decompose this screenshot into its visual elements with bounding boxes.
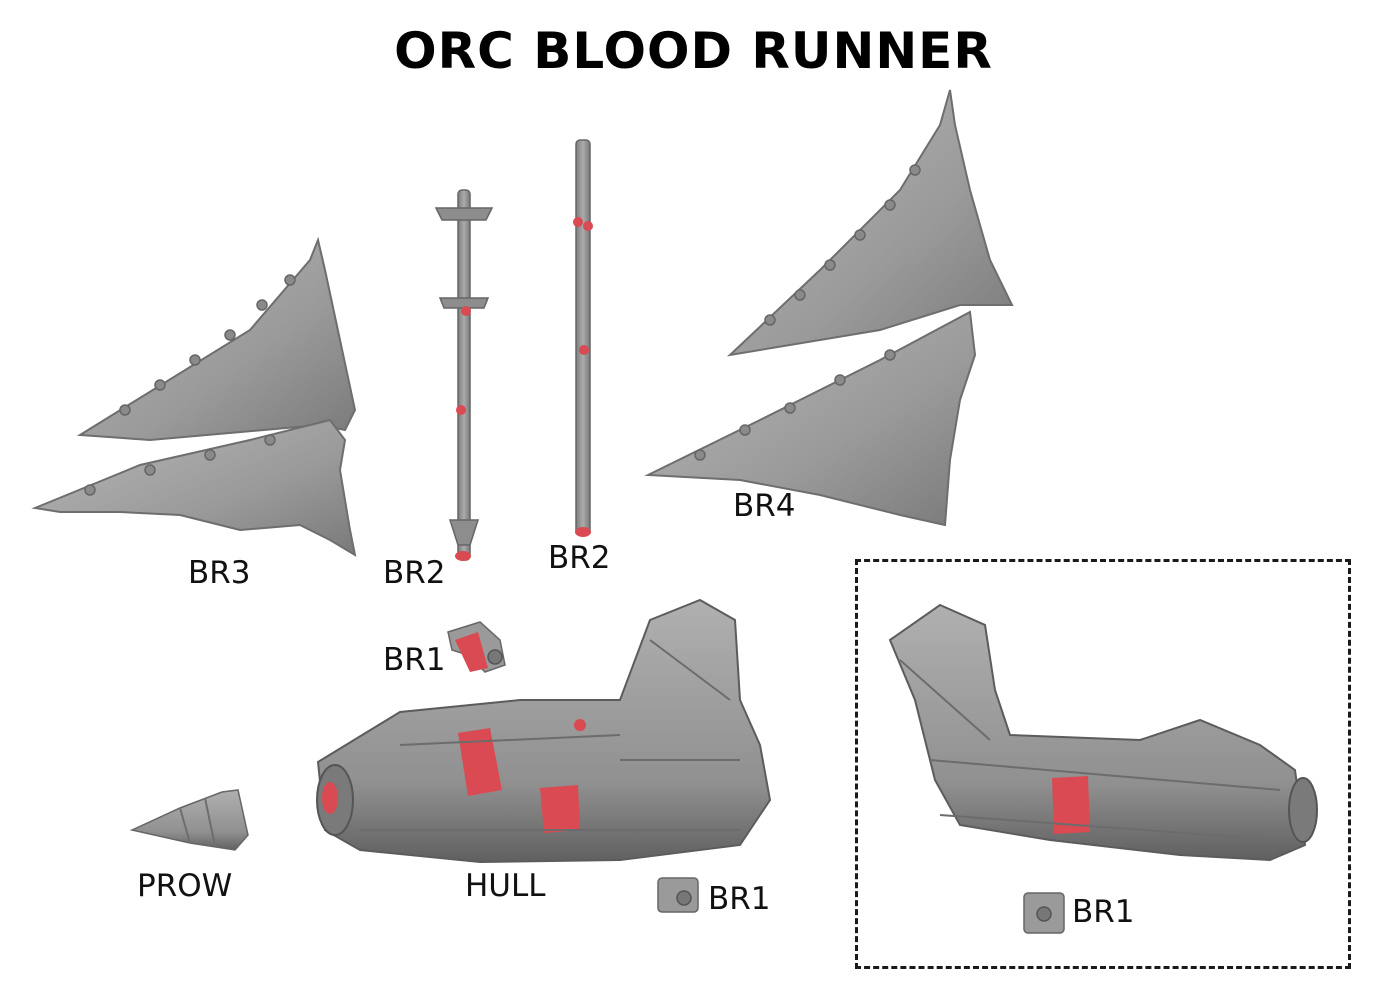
part-br1-box (1023, 892, 1065, 934)
page-title: ORC BLOOD RUNNER (394, 22, 993, 80)
label-prow: PROW (137, 868, 233, 904)
label-br2-left: BR2 (383, 555, 446, 591)
part-hull (316, 598, 772, 864)
alt-view-frame (855, 559, 1351, 969)
part-prow (129, 789, 249, 851)
part-hull-back (888, 603, 1318, 862)
label-br3: BR3 (188, 555, 251, 591)
sail-br3 (31, 236, 357, 558)
mast-br2-right (573, 139, 593, 537)
sail-br4 (644, 89, 1014, 527)
label-br2-right: BR2 (548, 540, 611, 576)
label-br1-bottom: BR1 (708, 881, 771, 917)
label-br1-box: BR1 (1072, 894, 1135, 930)
part-br1-top (447, 621, 506, 673)
label-hull: HULL (465, 868, 546, 904)
label-br4: BR4 (733, 488, 796, 524)
label-br1-top: BR1 (383, 642, 446, 678)
part-br1-bottom (657, 877, 699, 913)
mast-br2-left (434, 189, 494, 561)
